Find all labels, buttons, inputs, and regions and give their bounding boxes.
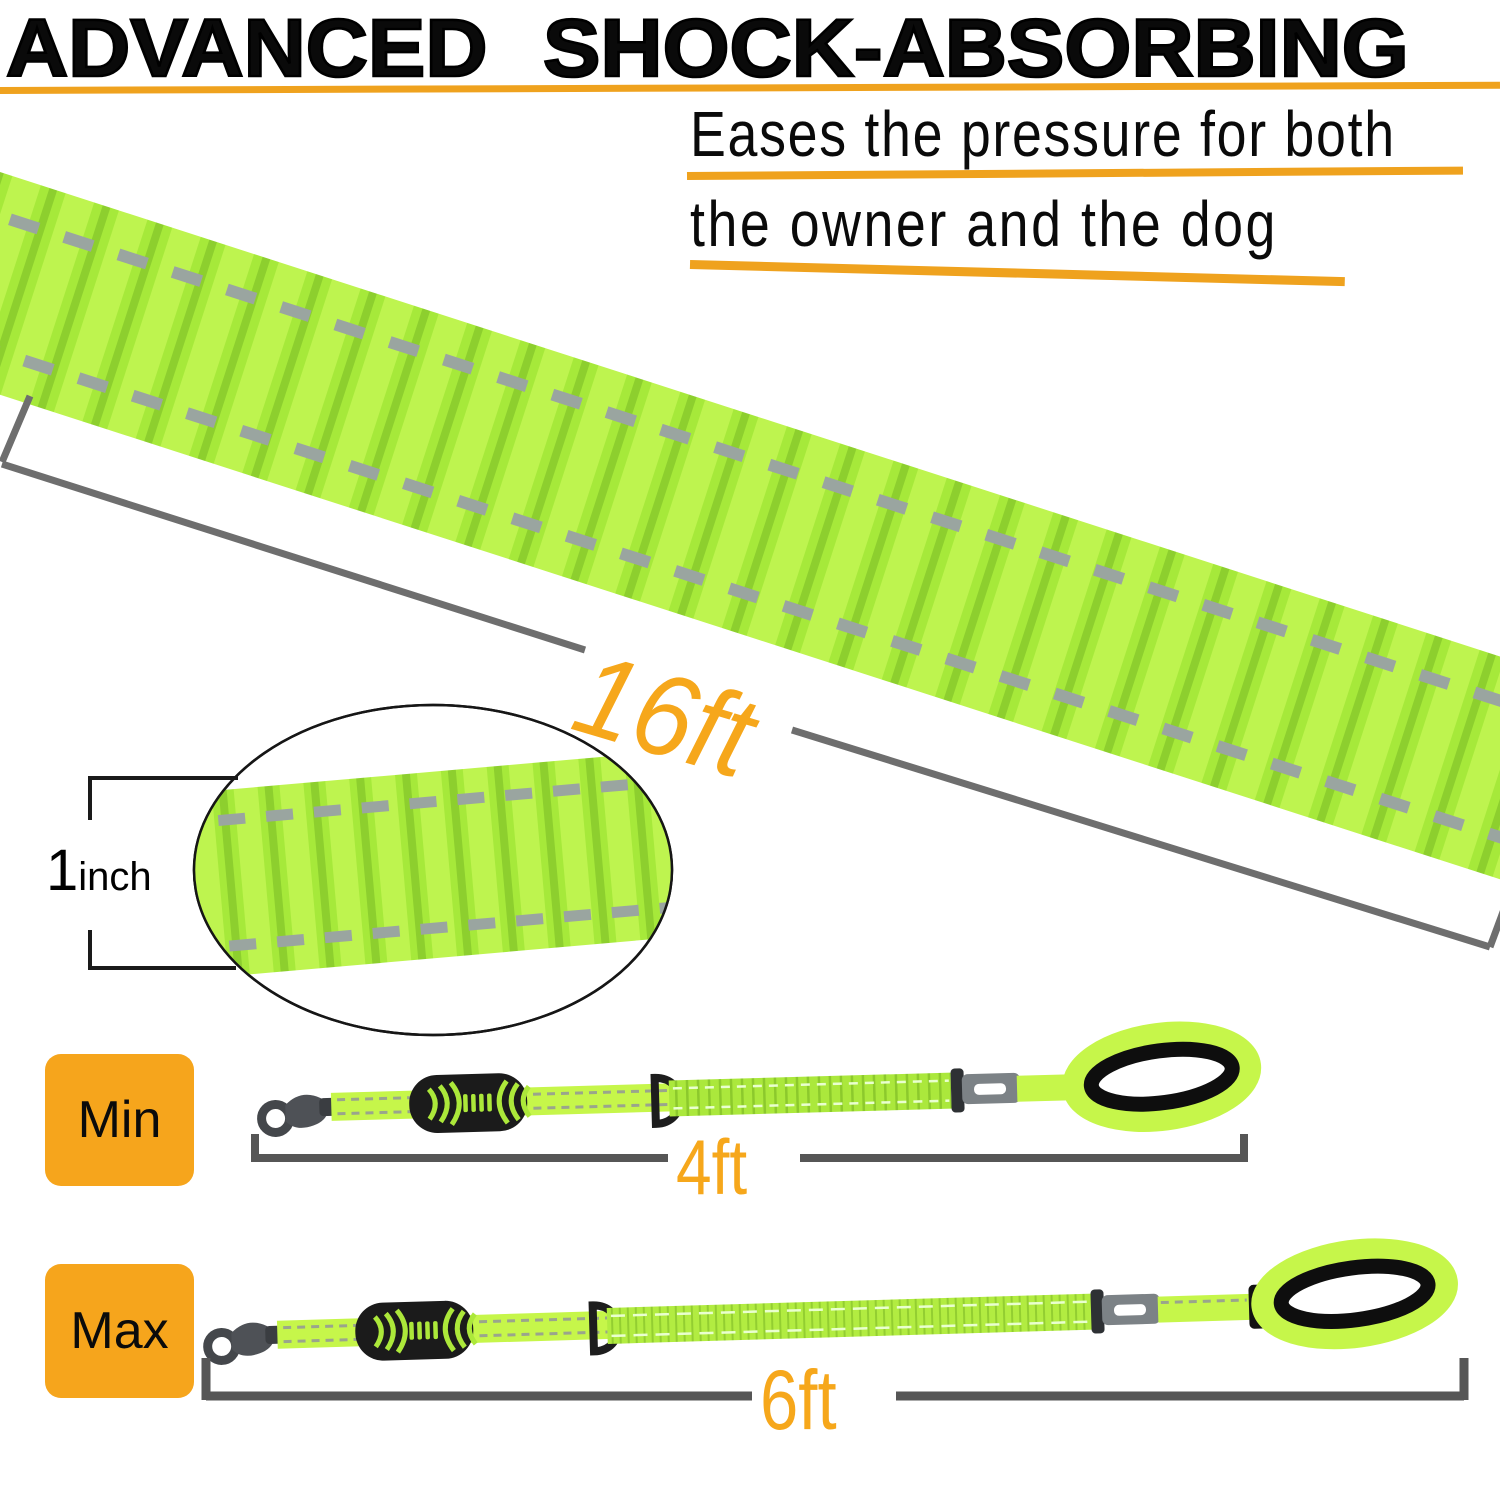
seatbelt-clip-icon: [950, 1068, 1021, 1113]
bungee-stitch: [673, 1099, 950, 1110]
magnified-stitch-top: [194, 773, 672, 831]
magnified-band-fabric: [194, 749, 672, 981]
swivel-clasp-icon: [257, 1094, 336, 1137]
width-number: 1: [46, 838, 79, 903]
dimension-line-left-segment: [0, 460, 587, 654]
magnified-band: [194, 749, 672, 981]
length-16ft-line: [0, 394, 1500, 951]
width-bracket-bottom: [88, 930, 236, 970]
max-badge-label: Max: [70, 1302, 169, 1360]
width-bracket: [88, 776, 238, 970]
bungee-stitch: [610, 1300, 1089, 1318]
dimension-tick-left: [0, 394, 34, 464]
swivel-clasp-icon: [203, 1322, 282, 1365]
min-length-label: 4ft: [676, 1123, 748, 1211]
bungee-stitch: [611, 1320, 1090, 1338]
webbing-back: [1157, 1293, 1251, 1323]
leash-min-illustration: [257, 1021, 1262, 1137]
magnified-stitch-bottom: [194, 899, 672, 956]
width-unit: inch: [78, 855, 152, 899]
webbing-back: [1016, 1074, 1074, 1102]
min-badge-label: Min: [77, 1091, 162, 1149]
traffic-grip-handle: [409, 1073, 532, 1133]
max-length-label: 6ft: [760, 1353, 837, 1447]
page-title: ADVANCED SHOCK-ABSORBING: [5, 3, 1410, 94]
subtitle-line-1: Eases the pressure for both: [690, 98, 1396, 170]
bungee-leash-band: [0, 144, 1500, 900]
length-4ft-line: [251, 1134, 1248, 1162]
bungee-section: [606, 1293, 1094, 1344]
dimension-tick-right: [1486, 909, 1500, 949]
dimension-line-right-segment: [790, 726, 1492, 951]
reflective-stitch-bottom: [0, 302, 1500, 867]
subtitle-line-2: the owner and the dog: [690, 188, 1278, 260]
bungee-section: [668, 1072, 952, 1117]
handle-loop: [1062, 1021, 1262, 1132]
max-badge: Max: [45, 1264, 194, 1398]
webbing-stitch: [1160, 1298, 1247, 1305]
length-6ft-line: [201, 1358, 1469, 1401]
handle-loop: [1251, 1238, 1458, 1350]
magnifier-outline-top: [192, 703, 674, 1037]
bungee-band-fabric: [0, 144, 1500, 900]
bungee-stitch: [672, 1079, 949, 1090]
leash-max-illustration: [203, 1238, 1458, 1365]
width-bracket-top: [88, 776, 238, 820]
reflective-stitch-top: [0, 178, 1500, 744]
seatbelt-clip-icon: [1090, 1289, 1161, 1334]
traffic-grip-handle: [355, 1300, 478, 1361]
min-badge: Min: [45, 1054, 194, 1186]
magnifier-ellipse: [192, 703, 674, 1037]
